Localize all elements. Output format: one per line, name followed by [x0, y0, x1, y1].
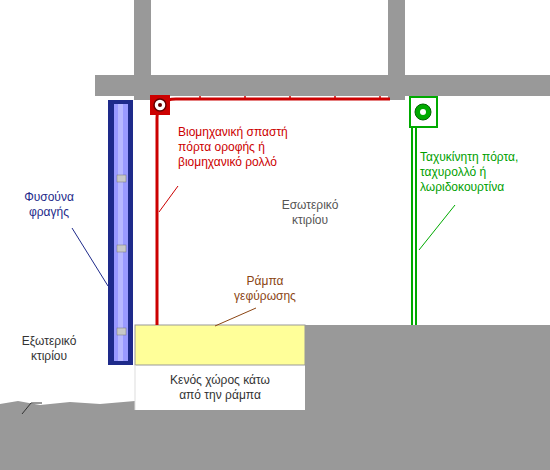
roof-beam: [95, 75, 550, 96]
callout-label: Εσωτερικό κτιρίου: [268, 198, 352, 228]
region-label: Κενός χώρος κάτω από την ράμπα: [164, 373, 276, 403]
callout-label: Ταχυκίνητη πόρτα, ταχυρολλό ή λωριδοκουρ…: [420, 150, 546, 195]
callout-label: Εξωτερικό κτιρίου: [4, 334, 94, 364]
callout-label: Φυσούνα φραγής: [4, 190, 94, 220]
leader-line: [215, 308, 256, 326]
pit-wall: [135, 365, 136, 410]
dock-seal-highlight: [118, 104, 123, 361]
ground: [0, 325, 550, 470]
dock-leveller-ramp: [135, 325, 305, 365]
leader-line: [419, 205, 455, 250]
ground-mark: [22, 403, 42, 414]
callout-label: Ράμπα γεφύρωσης: [222, 274, 308, 304]
dock-seal-blocks: [117, 175, 126, 335]
leader-line: [159, 186, 178, 212]
dock-seal: [114, 104, 128, 361]
callout-label: Βιομηχανική σπαστή πόρτα οροφής ή βιομηχ…: [178, 125, 318, 170]
pit-space: Κενός χώρος κάτω από την ράμπα: [136, 366, 304, 409]
fast-door: [410, 97, 437, 325]
sectional-door: [150, 95, 390, 325]
leader-line: [72, 228, 108, 286]
dock-seal-frame: [108, 100, 133, 365]
